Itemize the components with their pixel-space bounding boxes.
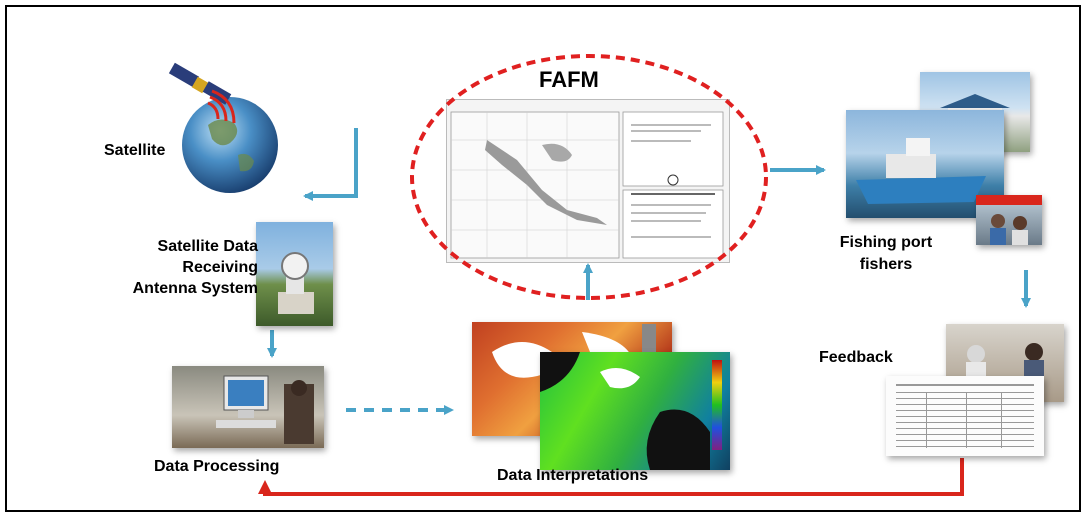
interpretation-map-front [540, 352, 730, 470]
label-antenna-system: Satellite Data Receiving Antenna System [80, 236, 258, 299]
arrow-satellite-to-antenna [303, 128, 358, 201]
label-fafm: FAFM [539, 67, 599, 92]
label-satellite: Satellite [104, 142, 166, 159]
label-fishing-port-line2: fishers [859, 256, 913, 273]
label-antenna-line3: Antenna System [132, 280, 258, 297]
fafm-map-document [446, 99, 730, 263]
label-fishing-port: Fishing port fishers [818, 232, 954, 276]
label-data-interpretations: Data Interpretations [497, 467, 649, 484]
fishers-photo [976, 195, 1042, 245]
label-data-processing: Data Processing [154, 458, 280, 475]
fishing-boat-photo [846, 110, 1004, 218]
label-feedback: Feedback [819, 349, 893, 366]
data-processing-photo [172, 366, 324, 448]
label-fishing-port-line1: Fishing port [839, 234, 933, 251]
antenna-dish-icon [281, 252, 309, 280]
satellite-earth-image [168, 62, 278, 193]
antenna-photo [256, 222, 333, 326]
earth-icon [182, 97, 278, 193]
label-antenna-line2: Receiving [182, 259, 258, 276]
signal-waves-icon [207, 89, 236, 124]
label-antenna-line1: Satellite Data [157, 238, 258, 255]
satellite-icon [168, 62, 232, 105]
feedback-loop-arrow [258, 458, 964, 496]
feedback-form-document [886, 376, 1044, 456]
